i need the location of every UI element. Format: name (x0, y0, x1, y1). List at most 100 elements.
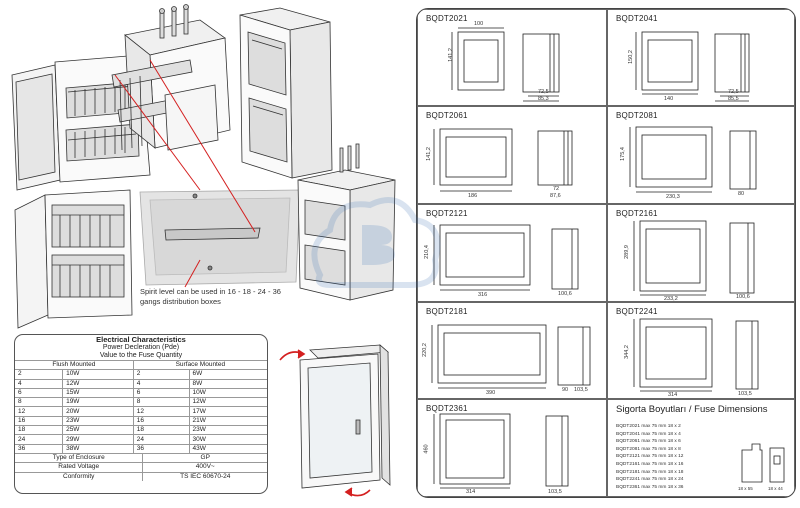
surface-power-cell: 43W (188, 443, 267, 453)
surface-count-cell: 36 (132, 443, 190, 453)
footer-label: Rated Voltage (15, 462, 144, 473)
footer-value: GP (142, 452, 267, 463)
dim-height: 141,2 (425, 147, 432, 161)
flush-count-cell: 6 (15, 387, 63, 398)
enclosure-front-illustration (239, 7, 333, 179)
surface-power-cell: 30W (188, 434, 267, 445)
fuse-title: Sigorta Boyutları / Fuse Dimensions (616, 404, 768, 415)
fuse-row: BQDT2081 max 75 mm 18 x 8 (616, 446, 681, 452)
model-drawing (433, 128, 573, 192)
dim-depth-1: 72,5 (538, 89, 549, 95)
flush-count-cell: 18 (15, 425, 63, 435)
table-subtitle-2: Value to the Fuse Quantity (99, 352, 183, 359)
model-cell-bqdt2161: BQDT2161 289,9 233,2 100,6 (607, 204, 795, 302)
flush-count-cell: 36 (15, 443, 63, 453)
surface-count-cell: 8 (132, 397, 190, 407)
table-subtitle-1: Power Decleration (Pde) (102, 344, 180, 351)
dim-depth-1: 100,6 (558, 291, 572, 297)
flush-power-cell: 10W (62, 369, 134, 380)
enclosure-open-door-illustration (11, 54, 151, 191)
footer-value: TS IEC 60670-24 (142, 471, 267, 481)
flush-power-cell: 25W (62, 425, 134, 435)
model-title: BQDT2081 (616, 111, 658, 120)
flush-count-cell: 16 (15, 415, 63, 426)
surface-count-cell: 4 (132, 378, 190, 389)
caption-line-1: Spirit level can be used in 16 - 18 - 24… (140, 287, 281, 296)
enclosure-inserts-illustration (297, 143, 396, 301)
dim-depth-2: 87,6 (550, 193, 561, 199)
dim-depth-1: 72 (553, 186, 560, 192)
exploded-view-illustration (111, 4, 231, 151)
model-cell-bqdt2061: BQDT2061 141,2 186 72 87,6 (417, 106, 607, 204)
model-title: BQDT2041 (616, 14, 658, 23)
surface-count-cell: 24 (132, 434, 190, 445)
footer-value: 400V~ (142, 462, 267, 473)
surface-power-cell: 10W (188, 387, 267, 398)
spirit-level-caption: Spirit level can be used in 16 - 18 - 24… (140, 287, 310, 307)
dim-width: 316 (478, 292, 488, 298)
model-drawing (433, 413, 569, 489)
fuse-row: BQDT2061 max 75 mm 18 x 6 (616, 439, 681, 445)
column-flush-mounted: Flush Mounted (15, 359, 134, 370)
column-surface-mounted: Surface Mounted (132, 359, 267, 370)
dim-width: 314 (466, 489, 476, 495)
table-title: Electrical Characteristics (96, 335, 186, 344)
flush-power-cell: 23W (62, 415, 134, 426)
surface-power-cell: 17W (188, 406, 267, 417)
flush-power-cell: 15W (62, 387, 134, 398)
surface-power-cell: 6W (188, 369, 267, 380)
dim-depth-1: 103,5 (738, 391, 752, 397)
model-drawing (431, 324, 591, 389)
flush-count-cell: 8 (15, 397, 63, 407)
electrical-characteristics-table: Electrical Characteristics Power Declera… (14, 334, 268, 494)
model-cell-bqdt2021: BQDT2021 100 141,2 72,5 85,3 (417, 9, 607, 106)
surface-power-cell: 8W (188, 378, 267, 389)
model-cell-bqdt2041: BQDT2041 150,2 140 72,5 85,5 (607, 9, 795, 106)
dim-depth-1: 72,5 (728, 89, 739, 95)
flush-power-cell: 38W (62, 443, 134, 453)
dim-height: 175,4 (619, 147, 626, 161)
fuse-row: BQDT2121 max 75 mm 18 x 12 (616, 454, 684, 460)
model-title: BQDT2121 (426, 209, 468, 218)
product-illustrations (11, 4, 396, 329)
model-title: BQDT2061 (426, 111, 468, 120)
surface-count-cell: 6 (132, 387, 190, 398)
model-drawing (635, 31, 750, 102)
dim-height: 344,2 (623, 345, 630, 359)
dim-width: 100 (474, 21, 484, 27)
model-drawing (629, 126, 757, 193)
model-cell-bqdt2181: BQDT2181 220,2 390 90 103,5 (417, 302, 607, 399)
fuse-row: BQDT2161 max 75 mm 18 x 16 (616, 462, 684, 467)
fuse-dim-a: 18 x 55 (738, 486, 753, 491)
surface-power-cell: 12W (188, 397, 267, 407)
flush-power-cell: 19W (62, 397, 134, 407)
surface-power-cell: 23W (188, 425, 267, 435)
fuse-dimensions-cell: Sigorta Boyutları / Fuse Dimensions BQDT… (607, 399, 795, 497)
fuse-row: BQDT2241 max 75 mm 18 x 24 (616, 477, 684, 483)
surface-count-cell: 18 (132, 425, 190, 435)
dim-height: 460 (423, 444, 430, 454)
dim-width: 140 (664, 96, 674, 102)
dim-width: 186 (468, 193, 478, 199)
dim-height: 141,2 (447, 48, 454, 62)
model-cell-bqdt2361: BQDT2361 460 314 103,5 (417, 399, 607, 497)
dim-height: 220,2 (421, 343, 428, 357)
dim-depth-2: 85,5 (728, 96, 739, 102)
caption-line-2: gangs distribution boxes (140, 297, 221, 306)
enclosure-half-open-illustration (14, 189, 133, 329)
model-title: BQDT2241 (616, 307, 658, 316)
model-title: BQDT2181 (426, 307, 468, 316)
model-drawing (451, 27, 560, 102)
flush-count-cell: 2 (15, 369, 63, 380)
surface-power-cell: 21W (188, 415, 267, 426)
dim-width: 314 (668, 392, 678, 398)
model-cell-bqdt2121: BQDT2121 210,4 316 100,6 (417, 204, 607, 302)
model-cell-bqdt2241: BQDT2241 344,2 314 103,5 (607, 302, 795, 399)
fuse-row: BQDT2041 max 75 mm 18 x 4 (616, 431, 681, 437)
